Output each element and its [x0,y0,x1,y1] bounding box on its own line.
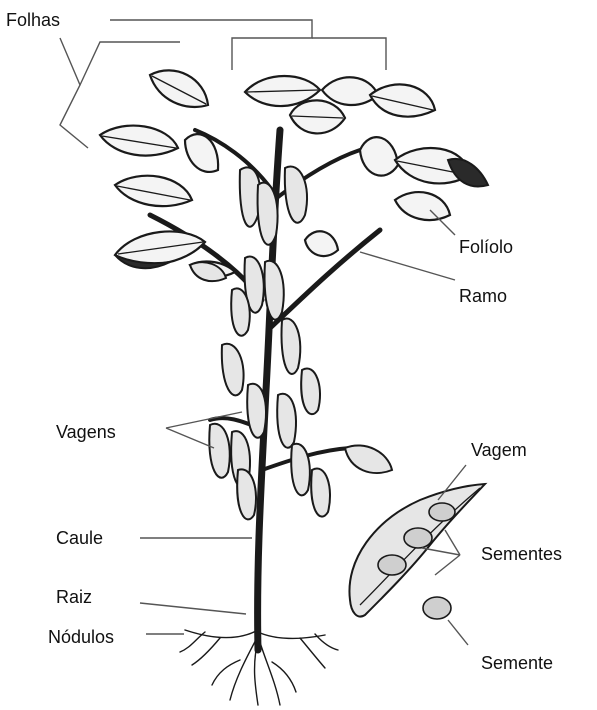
label-nodulos: Nódulos [48,627,114,647]
label-sementes: Sementes [481,544,562,564]
single-seed [423,597,451,619]
pods [190,166,392,519]
label-vagem: Vagem [471,440,527,460]
label-caule: Caule [56,528,103,548]
plant-illustration [100,70,488,705]
label-semente: Semente [481,653,553,673]
label-raiz: Raiz [56,587,92,607]
label-ramo: Ramo [459,286,507,306]
label-foliolo: Folíolo [459,237,513,257]
label-folhas: Folhas [6,10,60,30]
label-vagens: Vagens [56,422,116,442]
open-pod-detail [349,484,485,617]
roots [180,630,338,705]
